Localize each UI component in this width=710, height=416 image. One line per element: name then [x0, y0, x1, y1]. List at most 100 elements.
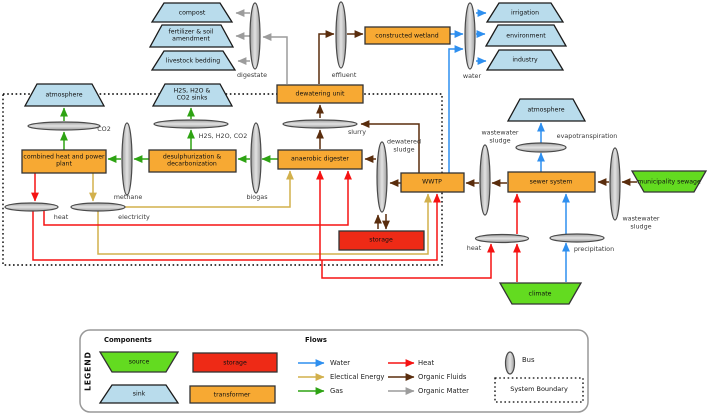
flow-dewatering-to-effluent	[318, 30, 335, 84]
bus-precipitation	[549, 233, 605, 243]
bus-evapotranspiration	[515, 142, 567, 153]
flow-heat-to-heat-right-bus	[321, 243, 495, 279]
source-climate	[498, 282, 583, 305]
sink-h2s-h2o-co2	[151, 83, 234, 107]
bus-heat-left	[4, 202, 59, 212]
label-water-bus: water	[462, 72, 482, 81]
flow-heat-to-wwtp	[320, 193, 441, 261]
flow-wwtp-to-slurry	[360, 120, 420, 173]
label-slurry-bus: slurry	[347, 128, 367, 137]
label-h2s-h2o-co2-bus: H2S, H2O, CO2	[198, 132, 248, 141]
label-heat-right-bus: heat	[466, 244, 482, 253]
bus-water	[464, 2, 476, 70]
label-wastewater-sludge-left-bus: wastewater sludge	[481, 128, 519, 144]
legend-flows-header: Flows	[305, 335, 327, 344]
label-atmosphere-left: atmosphere	[45, 91, 83, 99]
bus-dewatered-sludge	[376, 141, 388, 213]
legend-organic-fluids-label: Organic Fluids	[418, 372, 467, 381]
bus-heat-right	[474, 233, 530, 244]
transformer-constructed-wetland	[364, 26, 451, 45]
label-atmosphere-right: atmosphere	[527, 106, 565, 114]
transformer-desulphurization	[148, 149, 237, 173]
legend-electrical-label: Electical Energy	[330, 372, 385, 381]
label-constructed-wetland: constructed wetland	[375, 32, 439, 40]
label-municipality-sewage: municipality sewage	[637, 178, 701, 186]
legend-system-boundary-label: System Boundary	[510, 385, 568, 394]
legend-transformer-shape	[189, 385, 276, 404]
label-climate: climate	[528, 290, 552, 298]
label-livestock-bedding: livestock bedding	[165, 57, 221, 65]
bus-effluent	[335, 1, 347, 69]
label-compost: compost	[178, 9, 206, 17]
label-digestate-bus: digestate	[236, 71, 268, 80]
bus-electricity	[70, 202, 126, 212]
label-dewatered-sludge-bus: dewatered sludge	[386, 137, 422, 153]
flow-electricity-to-wwtp	[97, 193, 432, 255]
label-precipitation-bus: precipitation	[573, 245, 615, 254]
sink-industry-environment	[484, 24, 568, 47]
sink-fertilizer	[148, 24, 235, 48]
legend-bus-label: Bus	[522, 355, 535, 364]
legend-heat-label: Heat	[418, 358, 435, 367]
label-evapotranspiration-bus: evapotranspiration	[556, 132, 618, 141]
legend-gas-label: Gas	[330, 386, 343, 395]
label-effluent-bus: effluent	[331, 71, 357, 80]
legend-transformer-label: transformer	[213, 391, 251, 399]
label-heat-left-bus: heat	[53, 213, 69, 222]
legend-title: LEGEND	[83, 351, 93, 391]
flow-dewatering-to-digestate	[262, 33, 288, 84]
legend-bus-shape	[504, 351, 516, 375]
flow-heat-to-digester-1	[43, 170, 352, 226]
legend-organic-matter-label: Organic Matter	[418, 386, 469, 395]
legend-components-header: Components	[104, 335, 152, 344]
label-chp: combined heat and power plant	[23, 153, 105, 168]
transformer-wwtp	[400, 172, 465, 193]
flow-wwtp-to-water	[448, 45, 464, 173]
label-sewer-system: sewer system	[529, 178, 573, 186]
sink-livestock-bedding	[150, 50, 237, 71]
legend-sink-label: sink	[132, 390, 146, 398]
label-environment: environment	[506, 32, 546, 40]
bus-wastewater-sludge-right	[609, 147, 621, 221]
legend-system-boundary-shape	[494, 377, 584, 403]
bus-wastewater-sludge-left	[479, 144, 491, 216]
label-co2-bus: CO2	[97, 125, 111, 134]
flow-electricity-to-digester	[125, 170, 294, 208]
flow-heat-to-digester-2	[32, 170, 324, 261]
label-anaerobic-digester: anaerobic digester	[291, 155, 349, 163]
label-electricity-bus: electricity	[118, 213, 150, 222]
legend-storage-label: storage	[223, 359, 247, 367]
label-wastewater-sludge-right-bus: wastewater sludge	[622, 214, 660, 230]
label-dewatering-unit: dewatering unit	[295, 90, 345, 98]
label-biogas-bus: biogas	[246, 193, 268, 202]
sink-compost	[150, 2, 234, 23]
transformer-sewer-system	[507, 171, 596, 193]
bus-digestate	[249, 2, 261, 70]
sink-atmosphere-left	[23, 83, 106, 107]
bus-biogas	[250, 122, 262, 194]
transformer-chp	[21, 149, 107, 174]
label-industry: industry	[512, 56, 538, 64]
legend-source-label: source	[128, 358, 150, 366]
sink-irrigation	[485, 2, 565, 23]
sink-industry	[485, 49, 565, 71]
bus-h2s-h2o-co2	[153, 119, 229, 129]
label-methane-bus: methane	[113, 193, 143, 202]
transformer-dewatering-unit	[276, 84, 364, 104]
bus-co2	[27, 121, 101, 131]
legend-source-shape	[98, 351, 180, 373]
legend-sink-shape	[98, 384, 180, 404]
label-irrigation: irrigation	[511, 9, 539, 17]
source-municipality-sewage	[630, 170, 708, 193]
label-storage: storage	[369, 236, 393, 244]
label-wwtp: WWTP	[422, 178, 442, 186]
legend-box	[79, 329, 589, 413]
bus-slurry	[282, 119, 358, 129]
legend-water-label: Water	[330, 358, 351, 367]
transformer-anaerobic-digester	[277, 149, 363, 170]
label-desulphurization: desulphurization & decarbonization	[162, 153, 222, 168]
sink-atmosphere-right	[506, 98, 587, 122]
label-fertilizer: fertilizer & soil amendment	[168, 28, 214, 43]
